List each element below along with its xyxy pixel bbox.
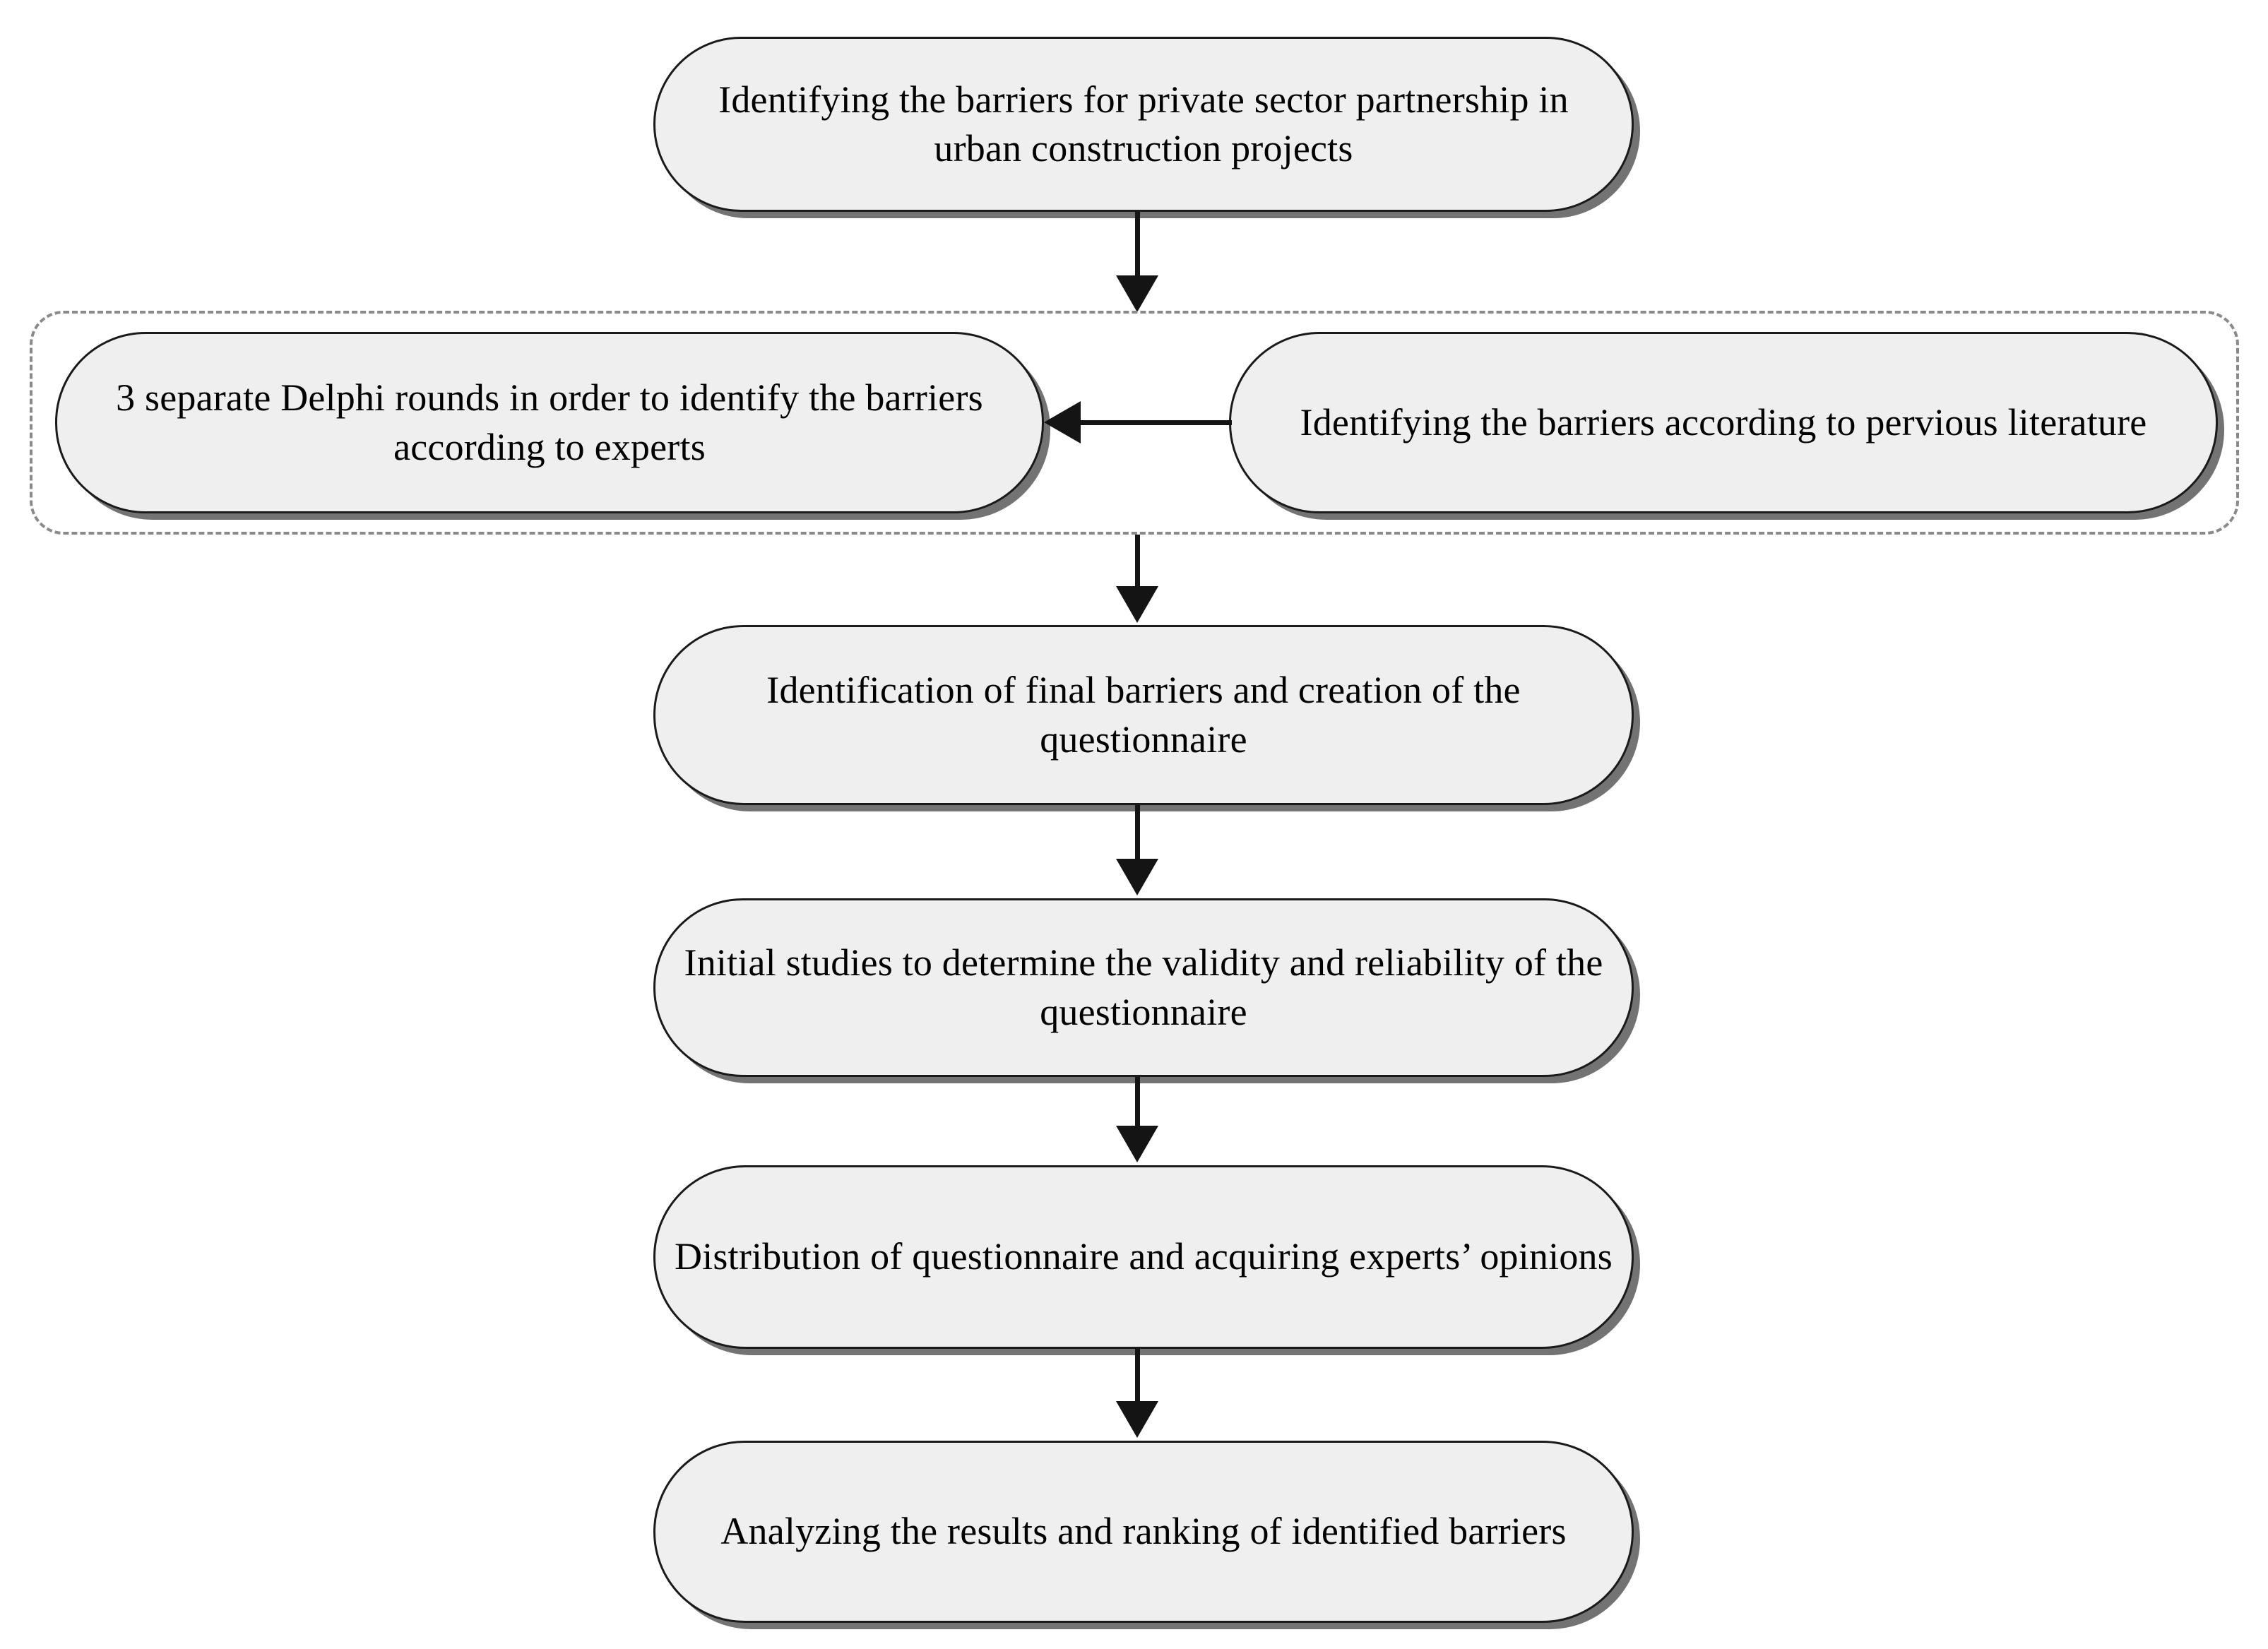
connector-final-barriers-to-validity xyxy=(1135,805,1140,863)
flow-node-distribution-experts-opinions[interactable]: Distribution of questionnaire and acquir… xyxy=(653,1165,1634,1349)
flow-node-label: Analyzing the results and ranking of ide… xyxy=(720,1510,1567,1553)
flow-node-delphi-rounds[interactable]: 3 separate Delphi rounds in order to ide… xyxy=(55,332,1044,513)
arrowhead-final-barriers-to-validity xyxy=(1116,859,1158,895)
connector-distribution-to-analysis xyxy=(1135,1349,1140,1404)
flow-node-final-barriers-questionnaire[interactable]: Identification of final barriers and cre… xyxy=(653,625,1634,805)
flow-node-validity-reliability[interactable]: Initial studies to determine the validit… xyxy=(653,898,1634,1077)
arrowhead-literature-to-delphi xyxy=(1044,401,1081,443)
connector-node1-to-group xyxy=(1135,212,1140,281)
flow-node-label: Identification of final barriers and cre… xyxy=(766,669,1521,761)
flow-node-label: Distribution of questionnaire and acquir… xyxy=(675,1235,1613,1278)
arrowhead-node1-to-group xyxy=(1116,275,1158,312)
connector-validity-to-distribution xyxy=(1135,1077,1140,1130)
flow-node-label: Identifying the barriers for private sec… xyxy=(718,78,1569,169)
flow-node-identifying-barriers-private-sector[interactable]: Identifying the barriers for private sec… xyxy=(653,37,1634,212)
arrowhead-distribution-to-analysis xyxy=(1116,1401,1158,1438)
arrowhead-group-to-final-barriers xyxy=(1116,586,1158,623)
delphi-literature-group xyxy=(30,311,2239,535)
flow-node-label: 3 separate Delphi rounds in order to ide… xyxy=(116,376,983,468)
arrowhead-validity-to-distribution xyxy=(1116,1126,1158,1162)
connector-literature-to-delphi xyxy=(1079,420,1232,425)
flow-node-previous-literature[interactable]: Identifying the barriers according to pe… xyxy=(1229,332,2218,513)
flow-node-label: Identifying the barriers according to pe… xyxy=(1300,400,2147,443)
connector-group-to-final-barriers xyxy=(1135,535,1140,590)
flow-node-label: Initial studies to determine the validit… xyxy=(684,941,1603,1033)
flow-node-analyzing-ranking-barriers[interactable]: Analyzing the results and ranking of ide… xyxy=(653,1441,1634,1623)
